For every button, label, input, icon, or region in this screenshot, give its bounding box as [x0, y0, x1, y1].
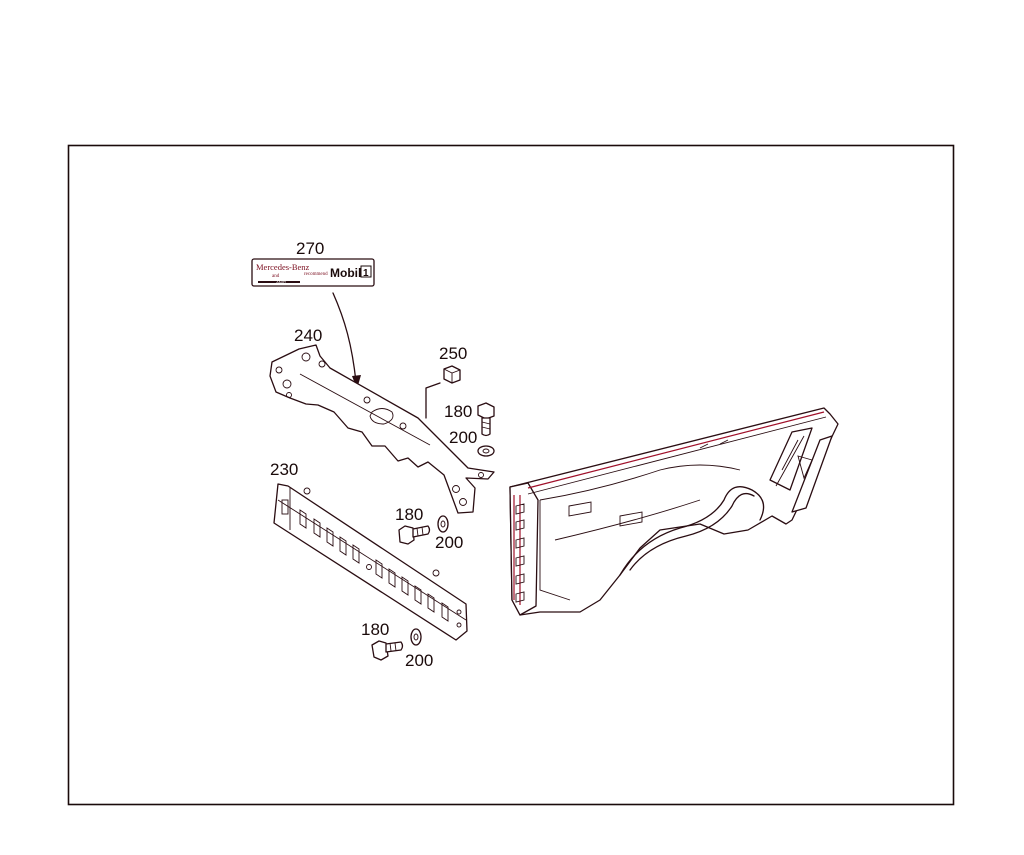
- label-180-upper: 180: [444, 402, 472, 421]
- bolt-180-lower: [371, 640, 404, 661]
- sticker-brand-right-suffix: 1: [363, 268, 369, 279]
- label-250: 250: [439, 344, 467, 363]
- sticker-badge: AMG: [276, 280, 287, 285]
- sticker-recommend: recommend: [304, 272, 328, 277]
- sticker-and: and: [272, 274, 280, 279]
- label-240: 240: [294, 326, 322, 345]
- label-180-middle: 180: [395, 505, 423, 524]
- label-230: 230: [270, 460, 298, 479]
- body-side-panel: [509, 407, 839, 616]
- label-200-upper: 200: [449, 428, 477, 447]
- label-270: 270: [296, 239, 324, 258]
- rail-230: [273, 483, 468, 641]
- sticker-brand-left: Mercedes-Benz: [256, 262, 310, 272]
- nut-250: [443, 365, 461, 384]
- washer-200-upper: [477, 445, 495, 457]
- washer-200-middle: [437, 515, 449, 533]
- sticker-brand-right: Mobil: [330, 266, 361, 280]
- diagram-border: [67, 144, 955, 806]
- bolt-180-upper: [477, 402, 495, 437]
- bracket-240: [269, 344, 495, 514]
- label-200-lower: 200: [405, 651, 433, 670]
- label-200-middle: 200: [435, 533, 463, 552]
- sticker-leader-arrow: [332, 292, 361, 389]
- washer-200-lower: [410, 628, 422, 646]
- sticker-270: Mercedes-Benz and recommend Mobil 1 AMG: [251, 258, 375, 287]
- label-180-lower: 180: [361, 620, 389, 639]
- rail-slots: [299, 509, 449, 622]
- bolt-180-middle: [398, 525, 431, 545]
